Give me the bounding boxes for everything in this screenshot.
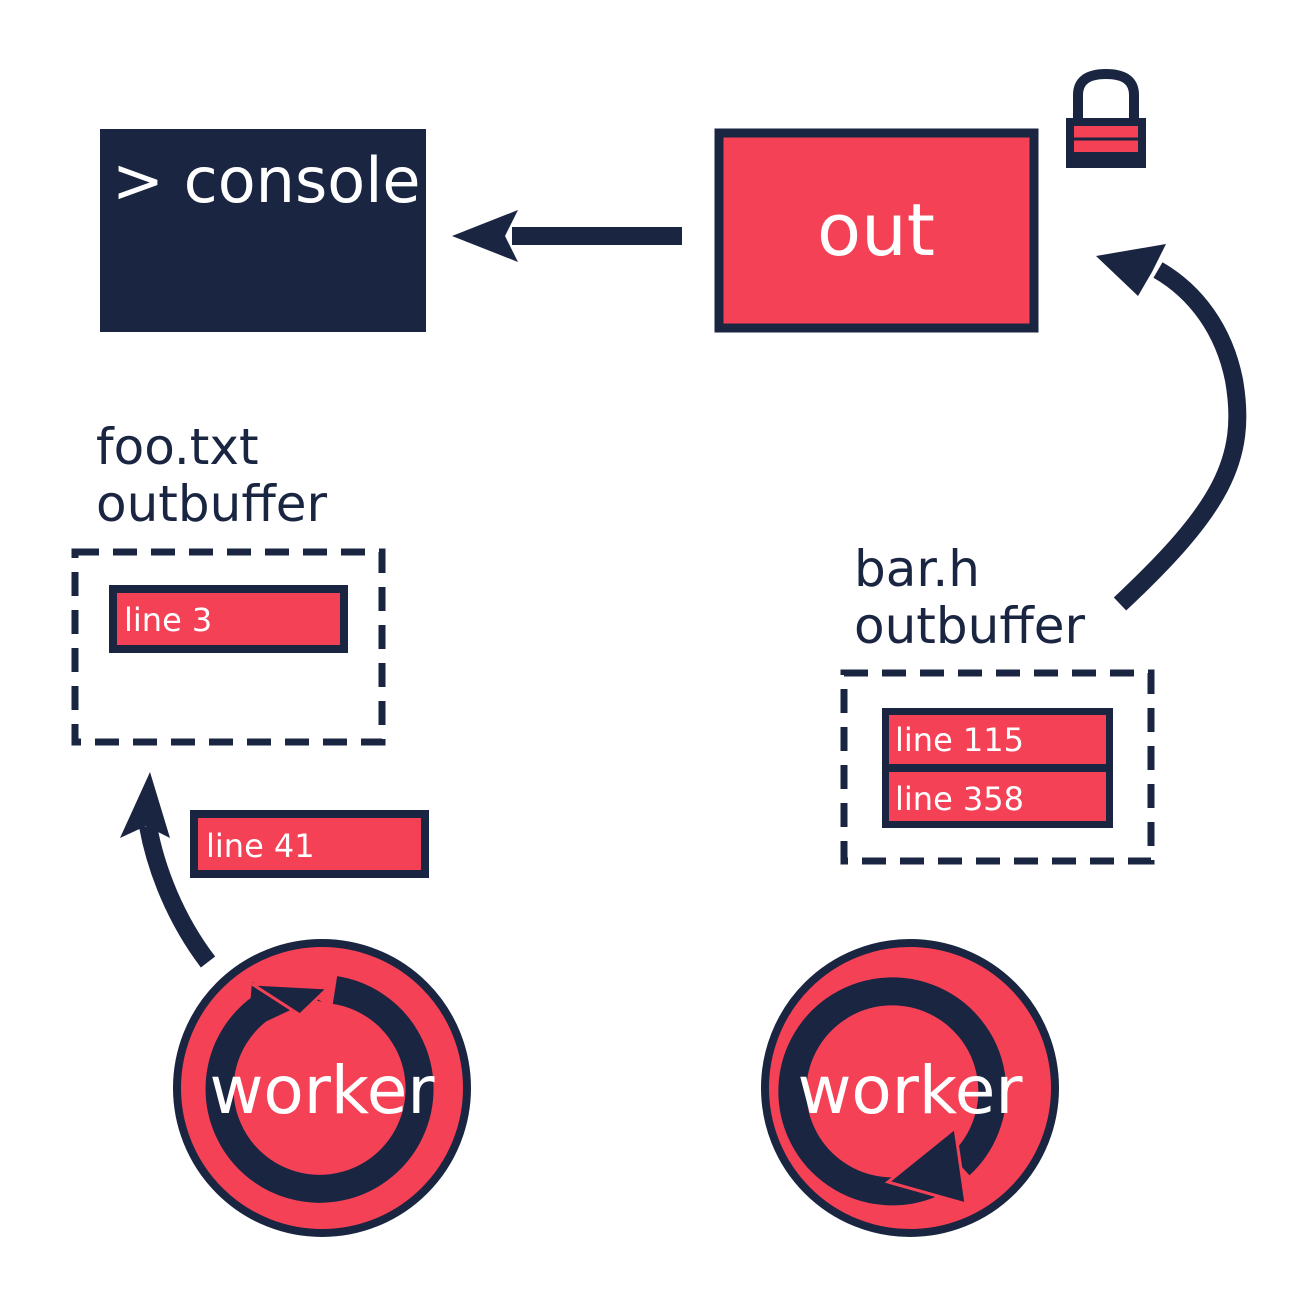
arrow-head-icon (1096, 244, 1166, 296)
arrow-worker-to-buffer (120, 772, 216, 968)
cycle-arrow-icon (778, 977, 1007, 1206)
out-background (714, 128, 1039, 333)
left-buffer-title: outbuffer (96, 475, 328, 533)
left-buffer-filename: foo.txt (96, 418, 259, 476)
right-worker: worker (761, 939, 1059, 1237)
arrow-out-to-console (452, 210, 682, 262)
cycle-arrow-icon (205, 976, 434, 1203)
right-buffer-line: line 358 (889, 772, 1106, 821)
line-box (190, 810, 429, 878)
right-buffer-border (840, 669, 1155, 865)
arrow-head-icon (452, 210, 518, 262)
left-buffer-border (71, 548, 386, 746)
in-flight-line: line 41 (190, 810, 429, 878)
arrow-curve (139, 824, 216, 968)
arrow-head-icon (120, 772, 170, 838)
line-box (889, 715, 1106, 764)
cycle-arrow-tip (246, 982, 332, 1017)
line-box (109, 585, 348, 653)
left-buffer-line: line 3 (109, 585, 348, 653)
console-label: > console (112, 144, 421, 217)
arrow-curve (1113, 262, 1247, 611)
cycle-arrow-head-icon (884, 1125, 968, 1207)
line-label: line 358 (895, 780, 1024, 818)
right-buffer-filename: bar.h (854, 540, 980, 598)
lock-shackle (1073, 68, 1139, 120)
line-box (889, 772, 1106, 821)
arrow-buffer-to-out (1096, 244, 1247, 611)
line-label: line 41 (206, 827, 315, 865)
left-worker: worker (173, 939, 471, 1237)
line-label: line 3 (124, 601, 212, 639)
console-background (100, 129, 426, 332)
console-box: > console (100, 129, 426, 332)
out-label: out (817, 188, 935, 272)
right-buffer-title: outbuffer (854, 597, 1086, 655)
out-box: out (714, 128, 1039, 333)
worker-label: worker (209, 1052, 435, 1129)
lock-icon (1066, 68, 1146, 168)
line-label: line 115 (895, 721, 1024, 759)
right-buffer: bar.h outbuffer line 115 line 358 (840, 540, 1155, 865)
worker-label: worker (797, 1052, 1023, 1129)
left-buffer: foo.txt outbuffer line 3 (71, 418, 386, 746)
right-buffer-line: line 115 (889, 715, 1106, 764)
